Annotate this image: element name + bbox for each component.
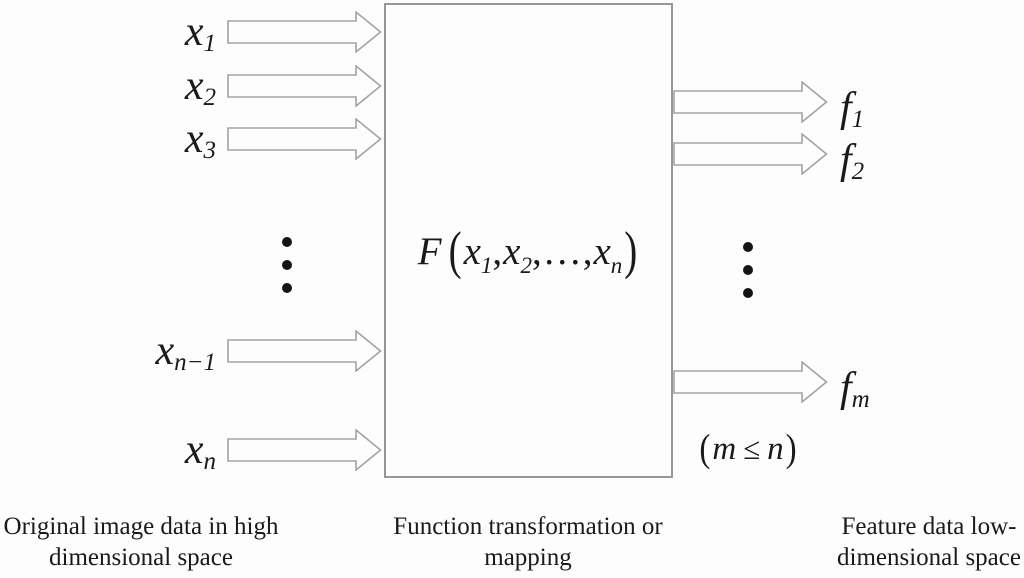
math-sub: m xyxy=(851,386,870,413)
math-base: x xyxy=(184,116,204,162)
math-sub: n−1 xyxy=(174,349,216,376)
formula-open-paren-icon: ( xyxy=(448,222,462,281)
condition-rhs: n xyxy=(767,431,784,467)
input-arrow-x1-icon xyxy=(227,11,382,53)
dot-icon xyxy=(282,237,292,247)
caption-center-line1: Function transformation or xyxy=(393,513,663,540)
dot-icon xyxy=(743,288,753,298)
math-sub: n xyxy=(203,448,217,475)
input-arrow-x2-icon xyxy=(227,65,382,107)
formula-term-base: x xyxy=(503,230,521,273)
math-sub: 1 xyxy=(851,106,865,133)
output-arrow-f2-icon xyxy=(673,133,828,175)
caption-left-line1: Original image data in high xyxy=(3,513,279,540)
math-base: f xyxy=(840,365,852,411)
math-sub: 1 xyxy=(203,30,217,57)
math-base: x xyxy=(184,9,204,55)
output-arrow-f1-icon xyxy=(673,81,828,123)
input-arrow-x3-icon xyxy=(227,118,382,160)
dot-icon xyxy=(743,265,753,275)
less-equal-icon: ≤ xyxy=(743,431,761,466)
formula-function-name: F xyxy=(417,230,442,273)
caption-right-line1: Feature data low- xyxy=(841,513,1017,540)
math-base: f xyxy=(840,85,852,131)
input-arrow-xn-icon xyxy=(227,429,382,471)
formula-term-base: x xyxy=(593,230,611,273)
formula-separator: , xyxy=(492,230,504,273)
input-arrow-xn-1-icon xyxy=(227,330,382,372)
dot-icon xyxy=(282,283,292,293)
formula-term-sub: 1 xyxy=(480,253,493,278)
dot-icon xyxy=(743,242,753,252)
condition-label: (m≤n) xyxy=(688,427,808,471)
formula-term-base: x xyxy=(463,230,481,273)
math-sub: 2 xyxy=(851,158,865,185)
math-sub: 3 xyxy=(203,137,217,164)
dot-icon xyxy=(282,260,292,270)
formula-term-sub: 2 xyxy=(520,253,532,278)
math-base: x xyxy=(184,427,204,473)
caption-left: Original image data in high dimensional … xyxy=(0,511,282,573)
condition-close-paren-icon: ) xyxy=(785,427,797,471)
caption-center-line2: mapping xyxy=(484,544,572,571)
caption-right: Feature data low- dimensional space xyxy=(831,511,1024,573)
caption-center: Function transformation or mapping xyxy=(386,511,670,573)
formula-separator: ,…, xyxy=(531,230,594,273)
math-base: f xyxy=(840,137,852,183)
formula-close-paren-icon: ) xyxy=(624,222,638,281)
condition-open-paren-icon: ( xyxy=(699,427,711,471)
math-base: x xyxy=(184,63,204,109)
vertical-ellipsis-left-icon xyxy=(282,237,292,293)
formula-term-sub: n xyxy=(610,253,623,278)
math-base: x xyxy=(155,328,175,374)
function-formula: F(x1,x2,…,xn) xyxy=(386,222,671,282)
condition-lhs: m xyxy=(712,431,737,467)
function-box xyxy=(384,3,673,478)
caption-right-line2: dimensional space xyxy=(837,544,1021,571)
caption-left-line2: dimensional space xyxy=(49,544,233,571)
math-sub: 2 xyxy=(203,84,217,111)
output-arrow-fm-icon xyxy=(673,361,828,403)
vertical-ellipsis-right-icon xyxy=(743,242,753,298)
